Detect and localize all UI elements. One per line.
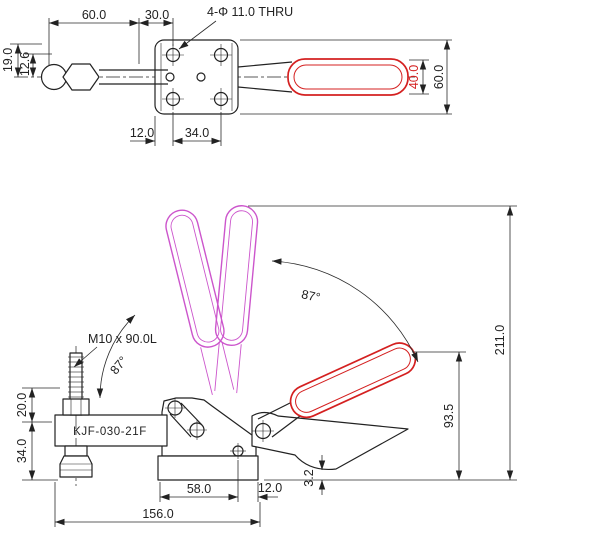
pivot-b (187, 420, 207, 440)
handle-grip-outline (287, 58, 409, 96)
hole-top-left (162, 44, 184, 66)
dim-156: 156.0 (142, 507, 173, 521)
dim-34-side: 34.0 (15, 439, 29, 463)
angle-lower: 87° (96, 314, 136, 399)
hole-top-right (210, 44, 232, 66)
dim-top-widths: 60.0 30.0 (48, 8, 174, 66)
hex-nut-lower (64, 445, 88, 457)
dim-bottom-side: 58.0 12.0 3.2 156.0 (54, 455, 326, 527)
dim-60-top: 60.0 (82, 8, 106, 22)
handle-grip-inner (293, 64, 403, 90)
hex-nut-upper (62, 398, 90, 416)
dim-right-heights: 40.0 60.0 (240, 39, 452, 115)
dim-right-side: 93.5 211.0 (248, 205, 517, 481)
base-housing (157, 397, 259, 481)
hole-note: 4-Φ 11.0 THRU (178, 5, 293, 50)
model-label: KJF-030-21F (73, 426, 147, 438)
thread-label: M10 x 90.0L (88, 332, 157, 346)
handle-top-view (237, 58, 409, 96)
pivots (165, 398, 274, 459)
pivot-d (252, 420, 274, 442)
clamp-bar: KJF-030-21F (54, 414, 168, 447)
hex-nut (62, 63, 100, 91)
dim-40: 40.0 (407, 65, 421, 89)
base-foot (157, 455, 259, 481)
rubber-foot (59, 455, 93, 478)
dim-bottom-holes: 12.0 34.0 (130, 112, 222, 146)
pivot-a (165, 398, 185, 418)
dim-12-bottom: 12.0 (130, 126, 154, 140)
angle-upper-text: 87° (300, 287, 321, 305)
dim-19: 19.0 (1, 48, 15, 72)
dim-12-side: 12.0 (258, 481, 282, 495)
dim-left-offsets: 19.0 12.6 (1, 43, 52, 77)
hole-note-text: 4-Φ 11.0 THRU (207, 5, 293, 19)
dim-60-right: 60.0 (432, 65, 446, 89)
thread-hatching (68, 356, 84, 398)
dim-left-side: 20.0 34.0 (15, 387, 60, 481)
thread-callout: M10 x 90.0L (73, 332, 157, 368)
top-view: 60.0 30.0 4-Φ 11.0 THRU 19.0 12.6 40.0 (1, 5, 452, 146)
dim-20: 20.0 (15, 393, 29, 417)
phantom-position-1 (165, 209, 235, 395)
dim-30-top: 30.0 (145, 8, 169, 22)
hole-bottom-left (162, 88, 184, 110)
angle-upper: 87° (271, 258, 419, 363)
pivot-c (230, 443, 246, 459)
side-view: KJF-030-21F (15, 205, 517, 527)
dim-58: 58.0 (187, 482, 211, 496)
dim-93-5: 93.5 (442, 404, 456, 428)
phantom-position-2 (214, 205, 259, 394)
spindle-top-view (40, 63, 206, 91)
angle-lower-text: 87° (107, 354, 130, 377)
dim-34-bottom: 34.0 (185, 126, 209, 140)
dim-211: 211.0 (493, 325, 507, 355)
rivet-1 (165, 72, 175, 82)
dim-12-6: 12.6 (18, 52, 32, 76)
handle-open-phantom (165, 205, 259, 395)
handle-grip-side-outline (289, 342, 417, 419)
clamping-arm (251, 411, 409, 471)
mounting-holes (162, 44, 232, 110)
rivet-2 (196, 72, 206, 82)
hole-bottom-right (210, 88, 232, 110)
spindle-assembly (59, 346, 93, 486)
dim-3-2: 3.2 (302, 469, 316, 486)
